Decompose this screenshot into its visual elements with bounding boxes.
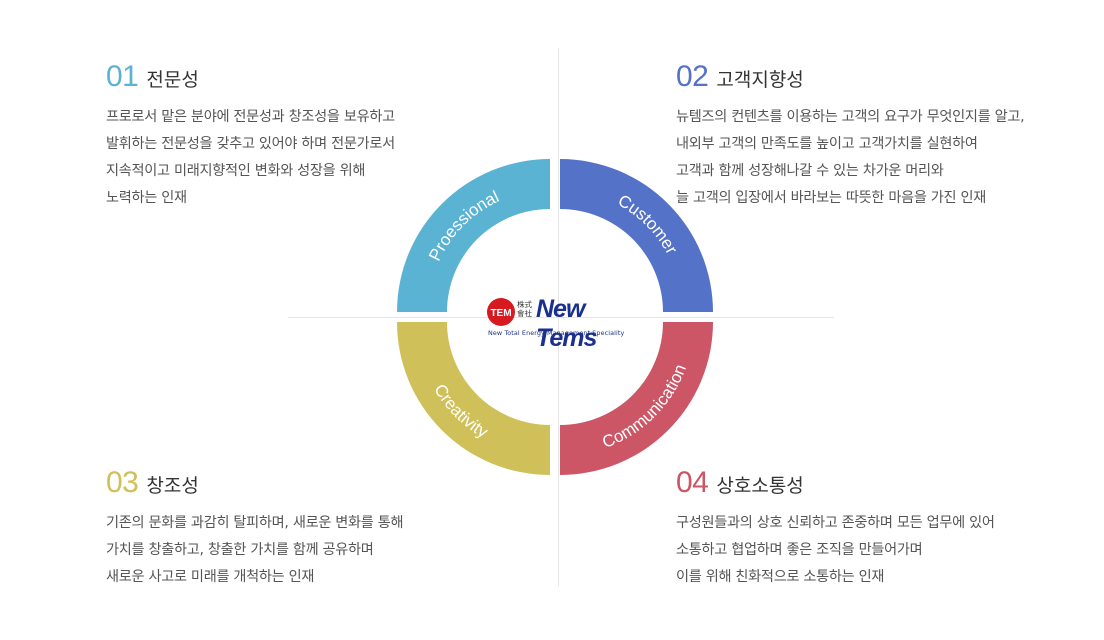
block-creativity: 03 창조성 기존의 문화를 과감히 탈피하며, 새로운 변화를 통해 가치를 …	[106, 466, 404, 591]
logo-name: New Tems	[536, 295, 597, 352]
logo-kanji: 株式 會社	[517, 300, 532, 318]
block-description: 뉴템즈의 컨텐츠를 이용하는 고객의 요구가 무엇인지를 알고, 내외부 고객의…	[676, 104, 1025, 212]
description-line: 고객과 함께 성장해나갈 수 있는 차가운 머리와	[676, 163, 944, 179]
logo-mark-text: TEM	[490, 308, 511, 319]
description-line: 기존의 문화를 과감히 탈피하며, 새로운 변화를 통해	[106, 515, 404, 531]
block-number: 02	[676, 60, 709, 93]
description-line: 지속적이고 미래지향적인 변화와 성장을 위해	[106, 163, 366, 179]
block-number: 04	[676, 466, 709, 499]
block-number: 03	[106, 466, 139, 499]
block-heading: 02 고객지향성	[676, 60, 1024, 94]
block-description: 프로로서 맡은 분야에 전문성과 창조성을 보유하고 발휘하는 전문성을 갖추고…	[106, 104, 395, 212]
logo-mark-icon: TEM	[487, 298, 515, 326]
block-number: 01	[106, 60, 139, 93]
description-line: 구성원들과의 상호 신뢰하고 존중하며 모든 업무에 있어	[676, 515, 995, 531]
horizontal-divider	[288, 317, 834, 318]
block-heading: 03 창조성	[106, 466, 403, 500]
logo-kanji-bottom: 會社	[517, 309, 532, 318]
block-communication: 04 상호소통성 구성원들과의 상호 신뢰하고 존중하며 모든 업무에 있어 소…	[676, 466, 995, 591]
ring-segment	[560, 159, 713, 312]
block-title: 전문성	[146, 69, 199, 91]
ring-segment	[397, 159, 550, 312]
description-line: 내외부 고객의 만족도를 높이고 고객가치를 실현하여	[676, 136, 978, 152]
ring-segment	[560, 322, 713, 475]
description-line: 이를 위해 친화적으로 소통하는 인재	[676, 569, 885, 585]
description-line: 가치를 창출하고, 창출한 가치를 함께 공유하며	[106, 542, 374, 558]
block-title: 창조성	[146, 475, 199, 497]
description-line: 소통하고 협업하며 좋은 조직을 만들어가며	[676, 542, 923, 558]
block-title: 고객지향성	[716, 69, 804, 91]
description-line: 늘 고객의 입장에서 바라보는 따뜻한 마음을 가진 인재	[676, 190, 987, 206]
logo-tagline: New Total Energy Management Speciality	[488, 329, 625, 337]
block-professional: 01 전문성 프로로서 맡은 분야에 전문성과 창조성을 보유하고 발휘하는 전…	[106, 60, 395, 212]
description-line: 프로로서 맡은 분야에 전문성과 창조성을 보유하고	[106, 109, 395, 125]
ring-segment	[397, 322, 550, 475]
description-line: 새로운 사고로 미래를 개척하는 인재	[106, 569, 315, 585]
block-description: 구성원들과의 상호 신뢰하고 존중하며 모든 업무에 있어 소통하고 협업하며 …	[676, 510, 995, 591]
company-logo: TEM 株式 會社 New Tems New Total Energy Mana…	[484, 295, 634, 352]
block-heading: 04 상호소통성	[676, 466, 995, 500]
block-customer: 02 고객지향성 뉴템즈의 컨텐츠를 이용하는 고객의 요구가 무엇인지를 알고…	[676, 60, 1025, 212]
block-description: 기존의 문화를 과감히 탈피하며, 새로운 변화를 통해 가치를 창출하고, 창…	[106, 510, 404, 591]
description-line: 뉴템즈의 컨텐츠를 이용하는 고객의 요구가 무엇인지를 알고,	[676, 109, 1025, 125]
block-heading: 01 전문성	[106, 60, 395, 94]
description-line: 발휘하는 전문성을 갖추고 있어야 하며 전문가로서	[106, 136, 395, 152]
description-line: 노력하는 인재	[106, 190, 187, 206]
block-title: 상호소통성	[716, 475, 804, 497]
logo-kanji-top: 株式	[517, 300, 532, 309]
